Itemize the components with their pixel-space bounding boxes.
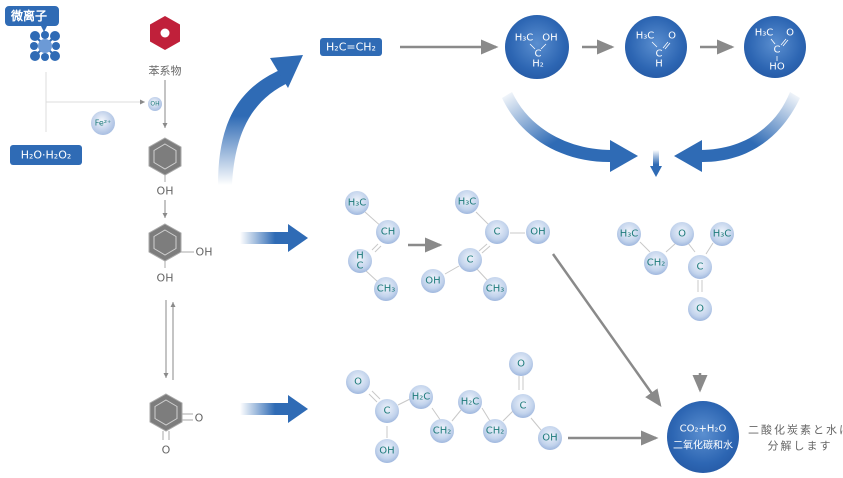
svg-text:CH₃: CH₃ — [486, 284, 505, 295]
svg-text:H₃C: H₃C — [458, 197, 477, 208]
svg-text:H₃C: H₃C — [620, 229, 639, 240]
svg-text:C: C — [535, 49, 542, 60]
svg-text:C: C — [494, 227, 501, 238]
hydroxyl-radical: OH — [148, 97, 162, 111]
curved-arrow-left-down — [502, 92, 638, 172]
svg-text:二氧化碳和水: 二氧化碳和水 — [673, 439, 733, 452]
quinone-ring — [149, 393, 193, 440]
svg-text:H₂C=CH₂: H₂C=CH₂ — [326, 41, 376, 54]
svg-text:H: H — [356, 251, 364, 262]
right-arrow-bottom — [240, 395, 308, 423]
small-arrow-down — [650, 150, 662, 177]
svg-text:C: C — [774, 45, 781, 56]
benzene-label: 苯系物 — [149, 64, 182, 78]
svg-text:O: O — [517, 359, 525, 370]
svg-text:H₂: H₂ — [532, 59, 544, 70]
svg-text:H₃C: H₃C — [755, 28, 774, 39]
curved-arrow-right-down — [674, 92, 800, 172]
svg-text:CH₃: CH₃ — [377, 284, 396, 295]
svg-text:O: O — [668, 31, 676, 42]
svg-text:OH: OH — [425, 276, 440, 287]
svg-text:C: C — [384, 406, 391, 417]
svg-text:C: C — [520, 401, 527, 412]
catechol-oh-bottom: OH — [157, 272, 174, 285]
curved-arrow-up — [218, 55, 303, 185]
molecule-ester: H₃C O H₃C CH₂ C O — [617, 222, 734, 321]
acetic-acid-molecule: H₃C O C HO — [744, 16, 806, 78]
svg-text:H₂O·H₂O₂: H₂O·H₂O₂ — [21, 149, 72, 162]
svg-text:CH₂: CH₂ — [486, 426, 505, 437]
result-note-line1: 二酸化炭素と水に — [748, 423, 843, 437]
fe-ion: Fe²⁺ — [91, 111, 115, 135]
molecule-adipic-acid: O C OH H₂C CH₂ H₂C CH₂ O C OH — [346, 352, 562, 463]
svg-text:C: C — [357, 261, 364, 272]
svg-text:O: O — [354, 377, 362, 388]
svg-text:OH: OH — [379, 446, 394, 457]
hexagon-icon — [150, 16, 180, 50]
catechol-oh-right: OH — [196, 246, 213, 259]
svg-text:H₃C: H₃C — [515, 33, 534, 44]
micro-ion-badge: 微离子 — [5, 6, 59, 32]
svg-text:H₃C: H₃C — [713, 229, 732, 240]
phenol-ring — [148, 137, 182, 182]
micro-ion-label: 微离子 — [10, 8, 47, 23]
svg-text:H₂C: H₂C — [461, 397, 480, 408]
svg-text:OH: OH — [542, 433, 557, 444]
svg-text:C: C — [656, 49, 663, 60]
phenol-oh: OH — [157, 185, 174, 198]
svg-text:CH₂: CH₂ — [433, 426, 452, 437]
svg-text:O: O — [786, 28, 794, 39]
svg-text:O: O — [696, 304, 704, 315]
svg-text:O: O — [678, 229, 686, 240]
ethanol-molecule: H₃C OH C H₂ — [505, 15, 569, 79]
svg-text:H₃C: H₃C — [348, 198, 367, 209]
result-note-line2: 分解します — [768, 439, 833, 453]
quinone-o-right: O — [195, 412, 204, 425]
svg-text:CH₂: CH₂ — [647, 258, 666, 269]
right-arrow-middle — [240, 224, 308, 252]
svg-text:H: H — [655, 59, 663, 70]
svg-text:HO: HO — [769, 62, 785, 73]
catechol-ring — [148, 223, 194, 268]
ethylene-badge: H₂C=CH₂ — [320, 38, 382, 56]
svg-text:CH: CH — [381, 227, 396, 238]
h2o-h2o2-badge: H₂O·H₂O₂ — [10, 145, 82, 165]
svg-text:CO₂+H₂O: CO₂+H₂O — [680, 424, 727, 435]
svg-text:OH: OH — [150, 101, 159, 108]
svg-text:Fe²⁺: Fe²⁺ — [95, 119, 112, 128]
molecule-butene: H₃C CH H C CH₃ — [345, 191, 400, 301]
svg-text:H₃C: H₃C — [636, 31, 655, 42]
arrow-diagonal — [551, 253, 662, 408]
molecule-cluster-icon — [30, 31, 60, 61]
quinone-o-bottom: O — [162, 444, 171, 457]
svg-text:C: C — [467, 255, 474, 266]
svg-text:C: C — [697, 262, 704, 273]
result-co2-h2o: CO₂+H₂O 二氧化碳和水 — [667, 401, 739, 473]
acetaldehyde-molecule: H₃C O C H — [625, 16, 687, 78]
molecule-diol: H₃C C OH C OH CH₃ — [421, 190, 550, 301]
svg-text:OH: OH — [542, 33, 557, 44]
svg-text:H₂C: H₂C — [412, 392, 431, 403]
svg-text:OH: OH — [530, 227, 545, 238]
